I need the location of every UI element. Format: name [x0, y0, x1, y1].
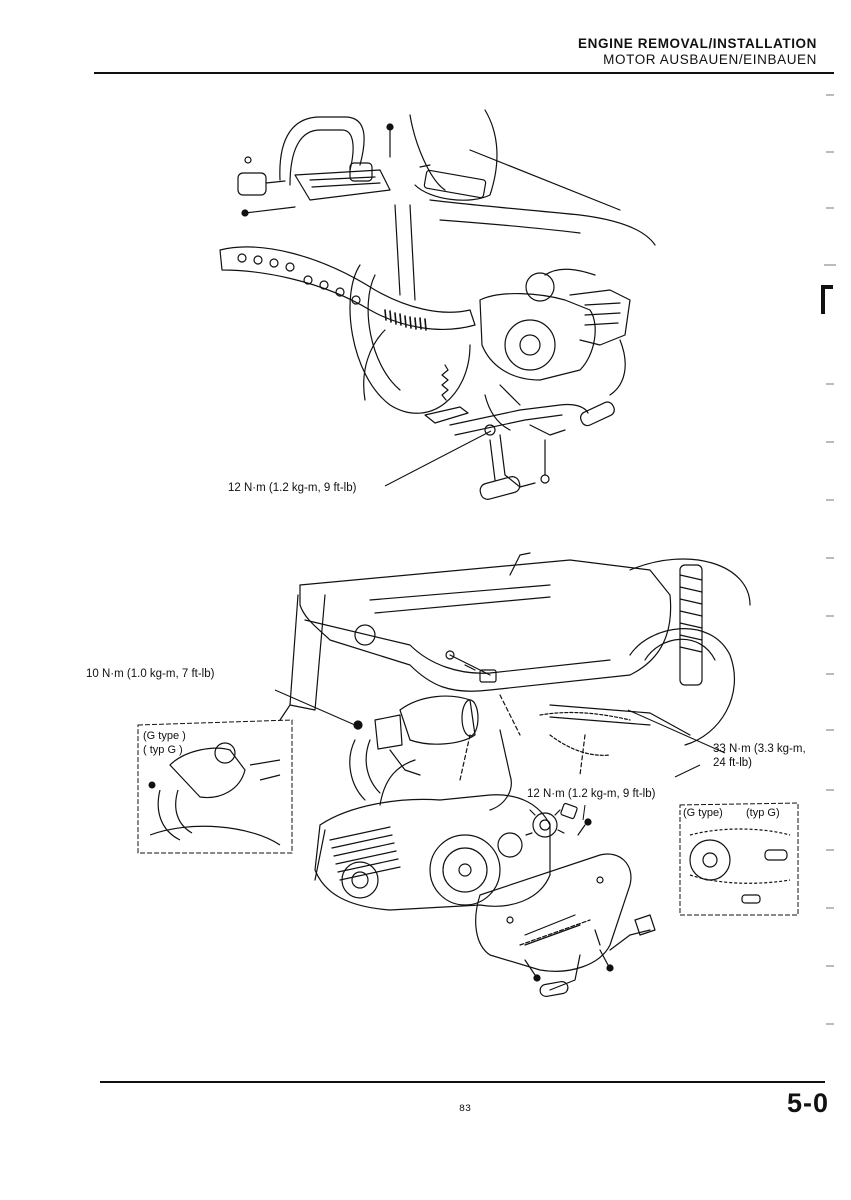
- carburetor-inset-label-line1: (G type ): [143, 730, 186, 742]
- section-subtitle: MOTOR AUSBAUEN/EINBAUEN: [603, 52, 817, 67]
- chain-inset-label-left: (G type): [683, 807, 723, 819]
- footpeg-bolt-torque-label: 12 N·m (1.2 kg-m, 9 ft-lb): [228, 482, 357, 494]
- carburetor-inset-label-line2: ( typ G ): [143, 744, 183, 756]
- rear-axle-torque-label-line1: 33 N·m (3.3 kg-m,: [713, 743, 806, 755]
- carburetor-inset-box: [137, 719, 293, 854]
- rear-axle-torque-label-line2: 24 ft-lb): [713, 757, 752, 769]
- page-edge-ticks: [824, 94, 836, 1025]
- engine-hanger-torque-label: 10 N·m (1.0 kg-m, 7 ft-lb): [86, 668, 215, 680]
- chapter-tab-marker: [821, 285, 833, 314]
- header-rule: [94, 72, 834, 74]
- chain-inset-box: [679, 802, 799, 916]
- section-number: 5-0: [786, 1088, 829, 1118]
- footer-rule: [100, 1081, 825, 1083]
- frame-footpeg-illustration: [219, 109, 656, 500]
- section-title: ENGINE REMOVAL/INSTALLATION: [578, 36, 817, 51]
- chain-inset-label-right: (typ G): [746, 807, 780, 819]
- page-number: 83: [459, 1104, 472, 1115]
- engine-exploded-illustration: [137, 552, 799, 997]
- drive-sprocket-torque-label: 12 N·m (1.2 kg-m, 9 ft-lb): [527, 788, 656, 800]
